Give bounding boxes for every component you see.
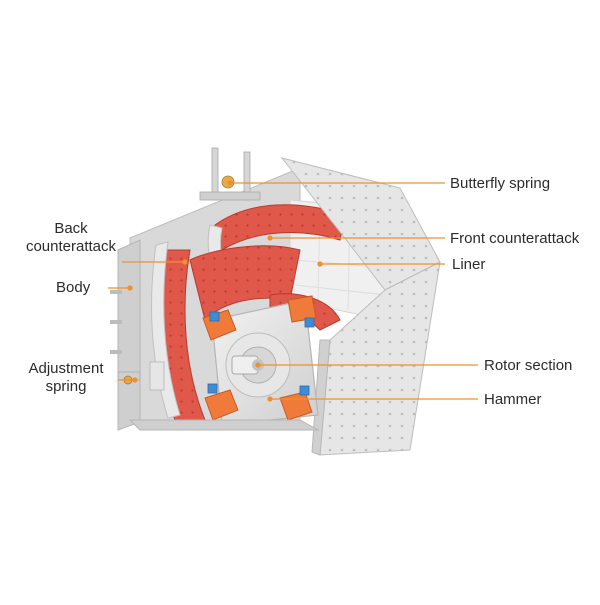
label-adjustment-spring: Adjustment spring: [28, 360, 104, 395]
adjustment-spring-assembly: [117, 361, 165, 391]
rotor-section-body: [211, 299, 319, 426]
label-hammer: Hammer: [484, 391, 542, 408]
body-bolts: [110, 290, 122, 354]
body-base: [128, 419, 320, 431]
blue-blocks: [207, 311, 315, 396]
label-back-counterattack: Back counterattack: [25, 220, 117, 255]
label-rotor-section: Rotor section: [484, 357, 573, 374]
label-liner: Liner: [452, 256, 486, 273]
front-counterattack-lining: [214, 204, 346, 251]
label-front-counterattack: Front counterattack: [450, 230, 580, 247]
front-cover-side: [319, 261, 441, 456]
lower-red-lining: [189, 245, 301, 321]
butterfly-spring-rods: [199, 147, 261, 201]
label-body: Body: [56, 279, 91, 296]
body-side-panel: [117, 239, 141, 431]
leader-lines: [108, 180, 478, 402]
label-butterfly-spring: Butterfly spring: [450, 175, 551, 192]
